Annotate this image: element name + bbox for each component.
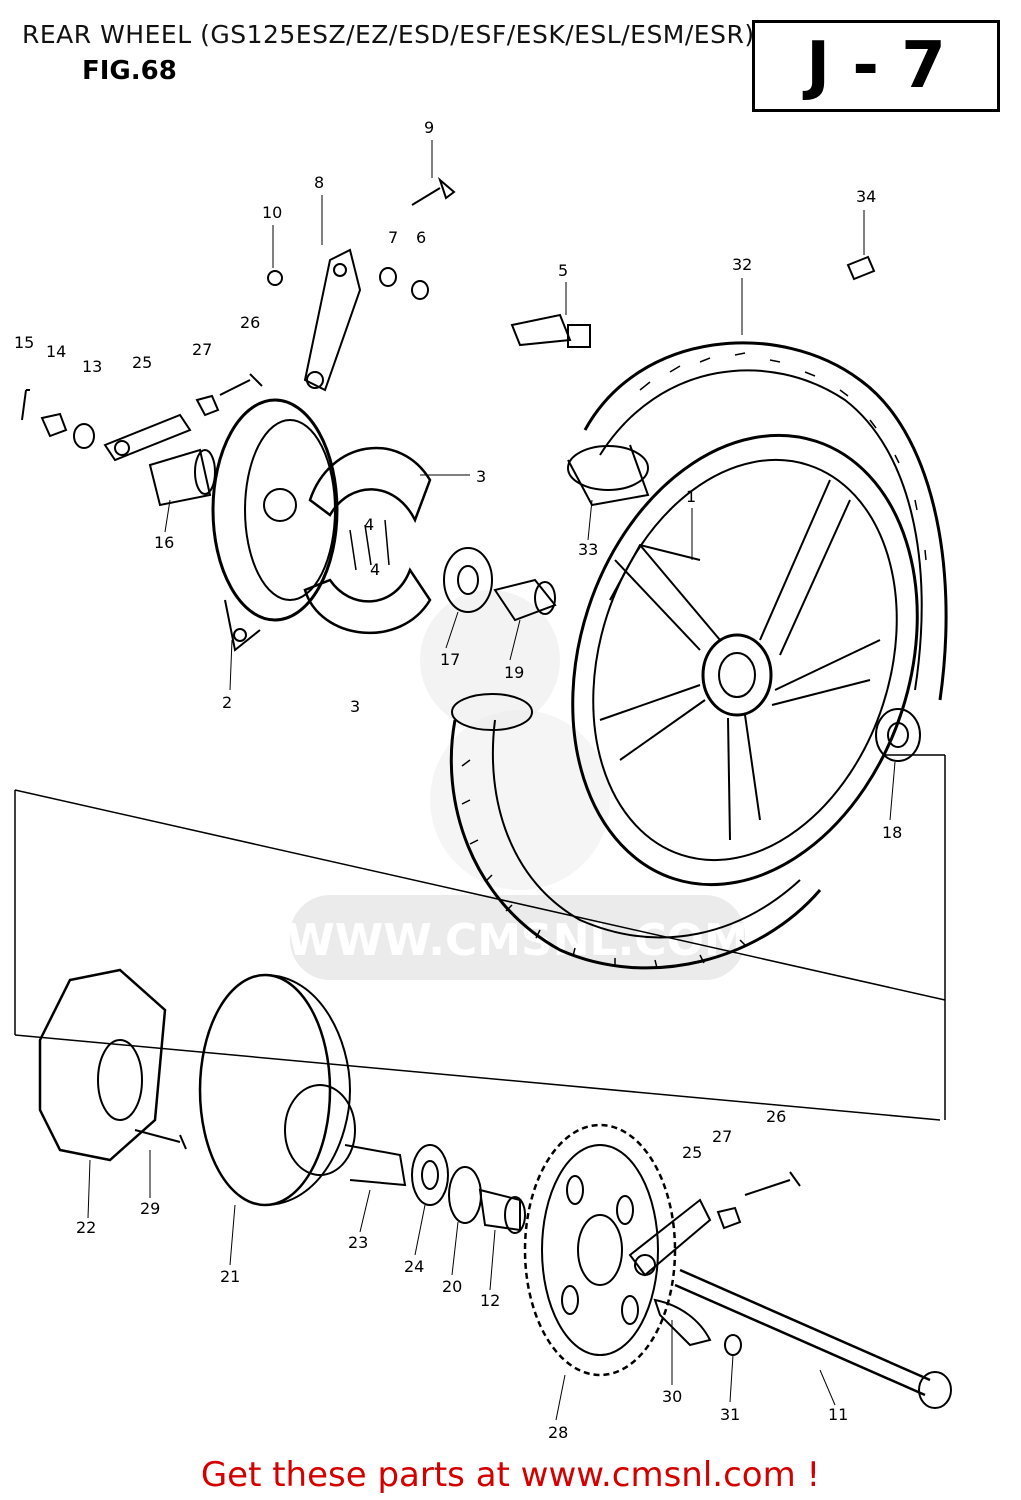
spacer-12 [478, 1188, 526, 1234]
callout-31: 31 [720, 1405, 740, 1424]
tire [449, 341, 948, 970]
callout-12: 12 [480, 1291, 500, 1310]
callout-34: 34 [856, 187, 876, 206]
callout-3a: 3 [476, 467, 486, 486]
diagram-title: REAR WHEEL (GS125ESZ/EZ/ESD/ESF/ESK/ESL/… [22, 20, 755, 49]
rear-sprocket [523, 1123, 677, 1377]
callout-26a: 26 [240, 313, 260, 332]
leader-lines [87, 140, 896, 1421]
brake-cam-lever [303, 248, 362, 392]
callout-27b: 27 [712, 1127, 732, 1146]
bearing-24 [411, 1144, 449, 1206]
callout-27a: 27 [192, 340, 212, 359]
sprocket-hub [198, 973, 407, 1207]
exploded-frame [14, 755, 946, 1121]
brake-shoes [303, 446, 432, 635]
callout-23: 23 [348, 1233, 368, 1252]
callout-21: 21 [220, 1267, 240, 1286]
wheel-rim [571, 433, 919, 887]
cush-damper [38, 968, 187, 1162]
callout-3b: 3 [350, 697, 360, 716]
callout-26b: 26 [766, 1107, 786, 1126]
callout-6: 6 [416, 228, 426, 247]
callout-10: 10 [262, 203, 282, 222]
watermark-text: WWW.CMSNL.COM [286, 915, 748, 966]
brake-panel [211, 398, 339, 652]
callout-29: 29 [140, 1199, 160, 1218]
oil-seal-20 [448, 1166, 482, 1224]
watermark: WWW.CMSNL.COM [286, 590, 748, 980]
callout-32: 32 [732, 255, 752, 274]
bearing-18 [875, 708, 921, 762]
callout-25b: 25 [682, 1143, 702, 1162]
rear-axle [674, 1268, 952, 1409]
callout-4b: 4 [370, 560, 380, 579]
callout-labels: 1 2 3 3 4 4 5 6 7 8 9 10 11 12 13 14 15 … [14, 118, 902, 1442]
brake-cam-shaft [510, 313, 591, 348]
callout-9: 9 [424, 118, 434, 137]
callout-33: 33 [578, 540, 598, 559]
callout-11: 11 [828, 1405, 848, 1424]
callout-22: 22 [76, 1218, 96, 1237]
callout-16: 16 [154, 533, 174, 552]
callout-18: 18 [882, 823, 902, 842]
figure-label: FIG.68 [82, 56, 177, 86]
callout-5: 5 [558, 261, 568, 280]
callout-19: 19 [504, 663, 524, 682]
footer-link-text[interactable]: Get these parts at www.cmsnl.com ! [200, 1455, 821, 1495]
callout-1: 1 [686, 487, 696, 506]
callout-15: 15 [14, 333, 34, 352]
callout-13: 13 [82, 357, 102, 376]
callout-7: 7 [388, 228, 398, 247]
page-code: J - 7 [806, 29, 946, 103]
callout-2: 2 [222, 693, 232, 712]
callout-28: 28 [548, 1423, 568, 1442]
callout-17: 17 [440, 650, 460, 669]
chain-adjuster [628, 1171, 801, 1277]
callout-25a: 25 [132, 353, 152, 372]
callout-20: 20 [442, 1277, 462, 1296]
callout-14: 14 [46, 342, 66, 361]
small-hardware [21, 176, 876, 507]
callout-24: 24 [404, 1257, 424, 1276]
callout-30: 30 [662, 1387, 682, 1406]
page-code-box: J - 7 [752, 20, 1000, 112]
bearing-17 [443, 547, 493, 613]
spacer-19 [493, 578, 557, 622]
callout-8: 8 [314, 173, 324, 192]
callout-4a: 4 [364, 515, 374, 534]
